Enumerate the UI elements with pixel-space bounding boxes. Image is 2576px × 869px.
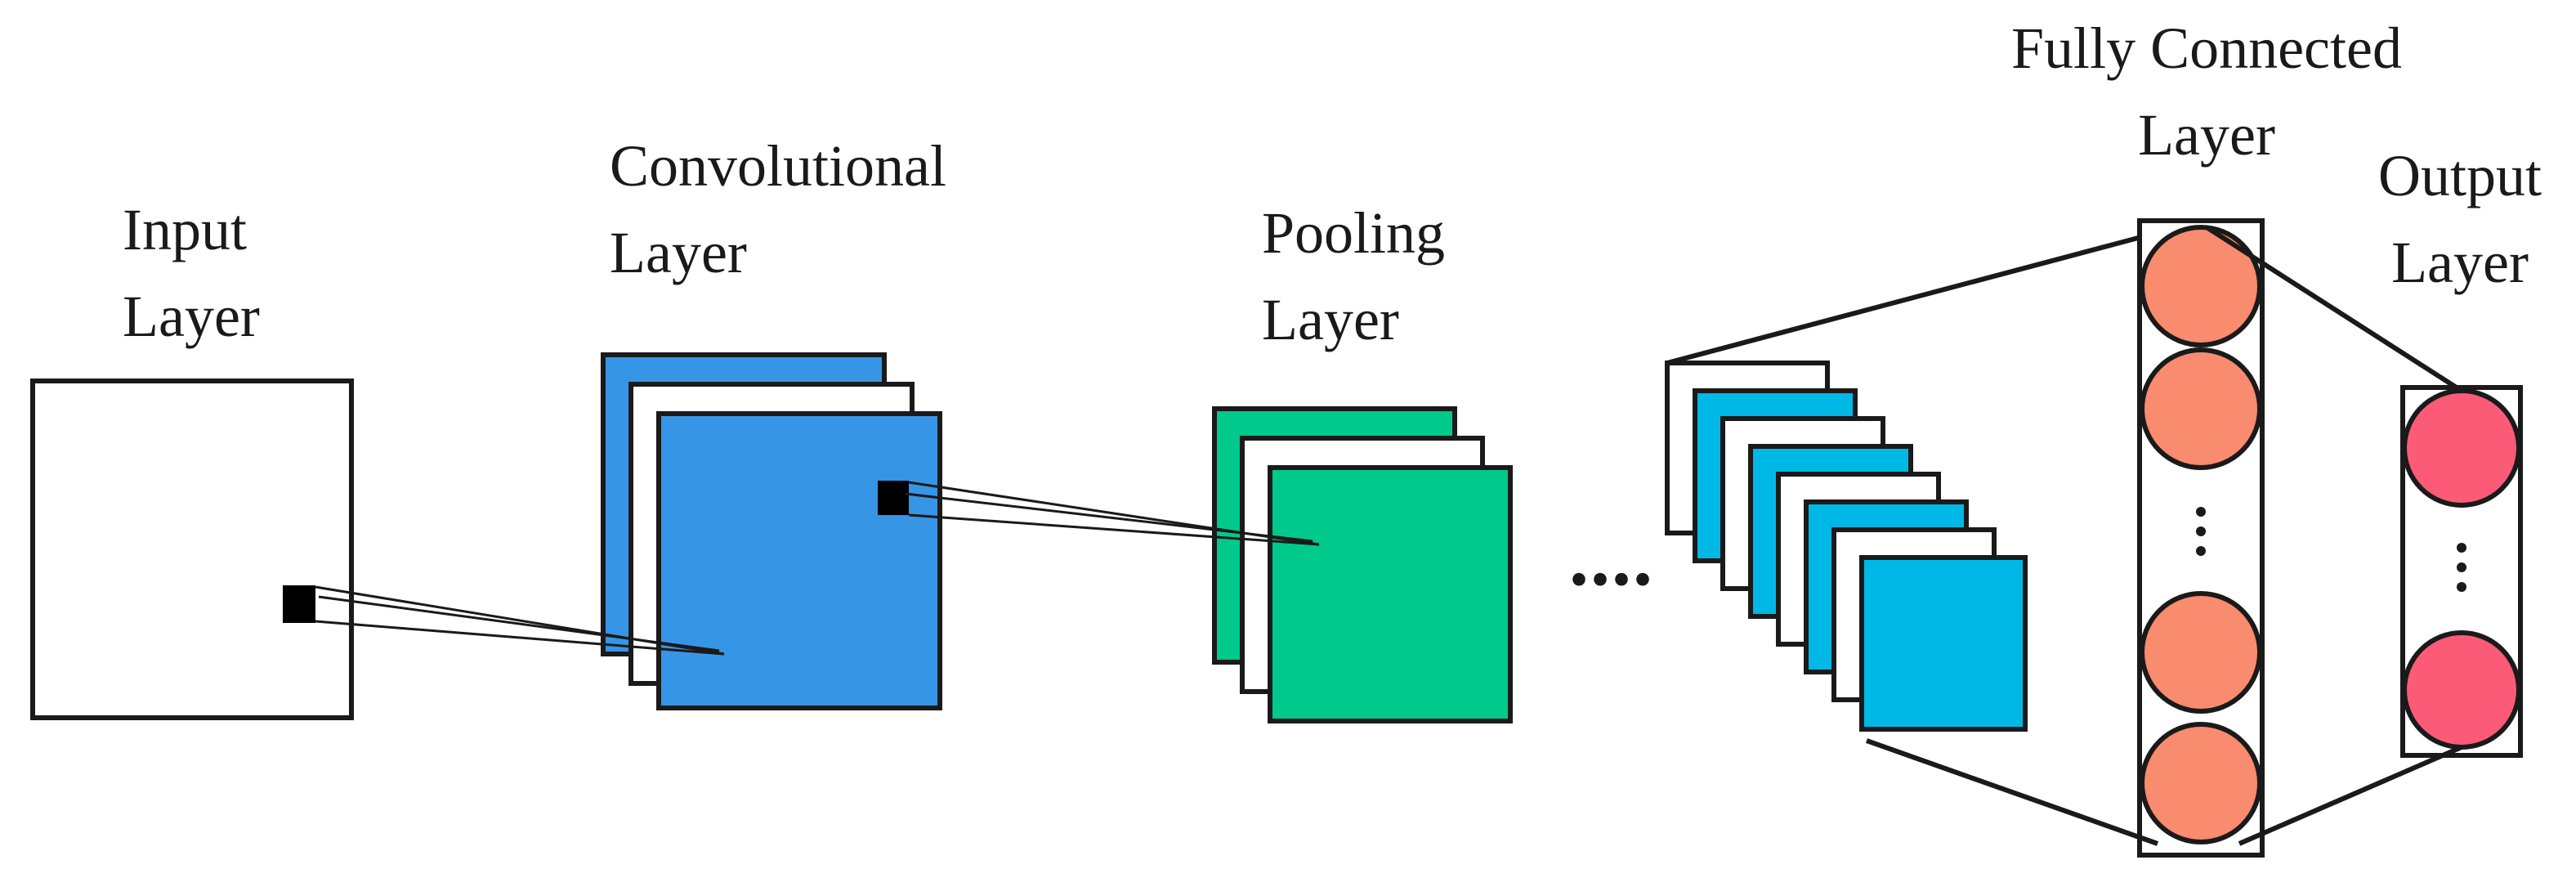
input-receptive-field <box>283 585 315 623</box>
output-layer-frame <box>2400 385 2523 758</box>
output-neuron <box>2402 388 2521 508</box>
fc-to-output-top-line <box>2205 225 2463 393</box>
fc-ellipsis-dot <box>2196 507 2206 517</box>
output-layer-label-line1: Output <box>2377 143 2542 208</box>
stack-to-fc-top-line <box>1666 235 2142 365</box>
fc-layer-frame <box>2137 218 2265 858</box>
fc-layer-label-line1: Fully Connected <box>2011 16 2402 81</box>
conv-layer-label-line2: Layer <box>610 220 747 285</box>
fc-ellipsis-dot <box>2196 546 2206 556</box>
fc-ellipsis-dot <box>2196 526 2206 536</box>
conv-receptive-field <box>878 481 909 515</box>
conv-layer-label-line1: Convolutional <box>610 133 946 199</box>
pooling-layer <box>1212 406 1513 723</box>
fc-layer-label: Fully Connected Layer <box>1978 5 2435 178</box>
output-ellipsis-dot <box>2457 543 2466 553</box>
conv-layer <box>601 352 942 710</box>
output-layer <box>2400 385 2523 758</box>
output-layer-label-line2: Layer <box>2391 230 2529 295</box>
fc-layer-label-line2: Layer <box>2138 102 2275 168</box>
input-to-conv-projection <box>315 585 725 656</box>
deep-feature-map <box>1859 555 2028 732</box>
pool-layer-label-line1: Pooling <box>1262 200 1446 266</box>
input-layer-label-line2: Layer <box>123 284 260 349</box>
output-ellipsis-dot <box>2457 562 2466 572</box>
fc-neuron <box>2140 347 2262 470</box>
pool-feature-map-front <box>1268 465 1513 723</box>
pool-layer-label: Pooling Layer <box>1262 190 1445 363</box>
fc-neuron <box>2140 591 2262 714</box>
pool-layer-label-line2: Layer <box>1262 287 1399 352</box>
input-layer-label: Input Layer <box>123 186 260 360</box>
input-image <box>30 379 354 720</box>
fully-connected-layer <box>2137 218 2265 858</box>
deep-feature-stack <box>1665 361 2028 732</box>
conv-feature-map-front <box>656 411 942 710</box>
fc-connections <box>1666 225 2463 846</box>
fc-neuron <box>2140 225 2262 347</box>
output-neuron <box>2402 630 2521 750</box>
output-layer-label: Output Layer <box>2354 132 2566 306</box>
fc-to-output-bottom-line <box>2238 745 2463 846</box>
input-layer <box>30 379 354 720</box>
ellipsis-text: .... <box>1569 514 1654 602</box>
output-ellipsis-dot <box>2457 582 2466 592</box>
stack-to-fc-bottom-line <box>1865 738 2159 846</box>
fc-neuron <box>2140 722 2262 844</box>
conv-to-pool-projection <box>905 481 1320 546</box>
input-layer-label-line1: Input <box>123 197 247 262</box>
conv-layer-label: Convolutional Layer <box>610 123 946 296</box>
